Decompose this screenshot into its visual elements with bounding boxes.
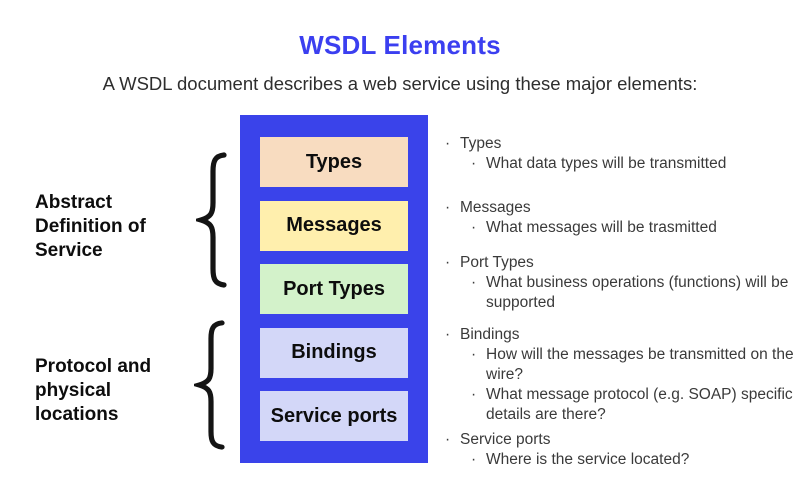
- elements-stack: Types Messages Port Types Bindings Servi…: [240, 115, 428, 463]
- bullet-dot: ·: [471, 386, 477, 403]
- legend-group-service-ports: · Service ports · Where is the service l…: [440, 430, 796, 470]
- legend-subitem-text: What messages will be trasmitted: [486, 219, 717, 236]
- legend-group-types: · Types · What data types will be transm…: [440, 134, 796, 174]
- legend-item: · Bindings: [440, 325, 796, 345]
- legend-item-label: Port Types: [460, 254, 534, 271]
- legend-subitem: · What business operations (functions) w…: [440, 273, 796, 313]
- legend-subitem: · Where is the service located?: [440, 450, 796, 470]
- legend-group-messages: · Messages · What messages will be trasm…: [440, 198, 796, 238]
- curly-brace-icon: [194, 320, 225, 450]
- bullet-dot: ·: [445, 431, 451, 448]
- box-types: Types: [260, 137, 408, 187]
- legend-subitem-text: What data types will be transmitted: [486, 155, 727, 172]
- legend-item: · Port Types: [440, 253, 796, 273]
- box-bindings: Bindings: [260, 327, 408, 378]
- bullet-dot: ·: [445, 135, 451, 152]
- bullet-dot: ·: [471, 219, 477, 236]
- bullet-dot: ·: [471, 155, 477, 172]
- box-service-ports: Service ports: [260, 391, 408, 441]
- bullet-dot: ·: [471, 346, 477, 363]
- group-label-abstract-definition: Abstract Definition of Service: [35, 192, 146, 261]
- page-title: WSDL Elements: [299, 30, 501, 60]
- legend-group-bindings: · Bindings · How will the messages be tr…: [440, 325, 796, 425]
- legend-item: · Service ports: [440, 430, 796, 450]
- legend-list: · Types · What data types will be transm…: [440, 134, 796, 470]
- legend-subitem: · What message protocol (e.g. SOAP) spec…: [440, 385, 796, 425]
- legend-subitem: · What messages will be trasmitted: [440, 218, 796, 238]
- bullet-dot: ·: [445, 254, 451, 271]
- legend-subitem: · How will the messages be transmitted o…: [440, 345, 796, 385]
- legend-item: · Messages: [440, 198, 796, 218]
- bullet-dot: ·: [445, 326, 451, 343]
- legend-subitem-text: What message protocol (e.g. SOAP) specif…: [486, 386, 793, 423]
- bullet-dot: ·: [445, 199, 451, 216]
- bullet-dot: ·: [471, 451, 477, 468]
- legend-item: · Types: [440, 134, 796, 154]
- legend-item-label: Types: [460, 135, 502, 152]
- group-label-protocol-locations: Protocol and physical locations: [35, 356, 152, 425]
- legend-subitem-text: What business operations (functions) wil…: [486, 274, 789, 311]
- box-port-types: Port Types: [260, 264, 408, 314]
- legend-subitem: · What data types will be transmitted: [440, 154, 796, 174]
- bullet-dot: ·: [471, 274, 477, 291]
- curly-brace-icon: [196, 152, 227, 288]
- legend-subitem-text: How will the messages be transmitted on …: [486, 346, 794, 383]
- legend-subitem-text: Where is the service located?: [486, 451, 690, 468]
- box-messages: Messages: [260, 200, 408, 251]
- subtitle-text: A WSDL document describes a web service …: [102, 73, 698, 94]
- legend-item-label: Bindings: [460, 326, 520, 343]
- legend-item-label: Messages: [460, 199, 531, 216]
- legend-item-label: Service ports: [460, 431, 551, 448]
- legend-group-port-types: · Port Types · What business operations …: [440, 253, 796, 313]
